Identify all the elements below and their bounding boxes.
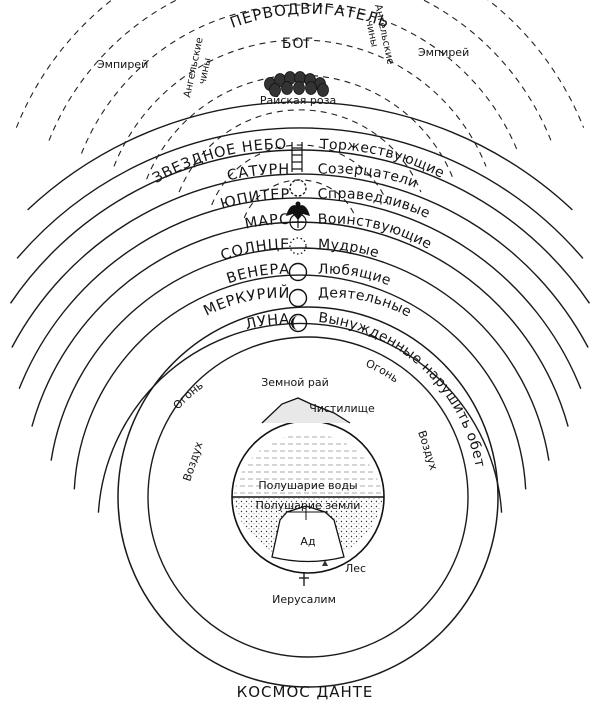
land-hemisphere-label: Полушарие земли bbox=[256, 499, 361, 512]
diagram-caption: КОСМОС ДАНТЕ bbox=[237, 683, 374, 701]
cross-circle-icon bbox=[289, 213, 307, 231]
sphere-name-3: МАРС bbox=[244, 212, 291, 233]
empyrean-left-label: Эмпирей bbox=[97, 58, 148, 71]
sphere-name-text-5: ВЕНЕРА bbox=[225, 262, 290, 287]
sphere-virtue-5: Любящие bbox=[318, 262, 393, 290]
rose-petal bbox=[305, 81, 317, 95]
eagle-icon bbox=[286, 201, 310, 220]
forest-label: Лес bbox=[345, 562, 366, 575]
earth-globe bbox=[231, 397, 385, 586]
water-hemisphere-shape bbox=[233, 433, 383, 497]
forest-tree bbox=[322, 560, 328, 566]
rose-label: Райская роза bbox=[260, 94, 336, 107]
sphere-arc bbox=[27, 101, 573, 211]
god-label: БОГ bbox=[282, 36, 314, 52]
sphere-arc bbox=[50, 247, 550, 461]
jerusalem-cross-icon bbox=[299, 573, 309, 586]
hell-label: Ад bbox=[300, 535, 316, 548]
sphere-name-text-2: ЮПИТЕР bbox=[219, 187, 290, 213]
sphere-name-text-7: ЛУНА bbox=[244, 312, 289, 333]
sphere-virtue-text-5: Любящие bbox=[318, 262, 393, 290]
sphere-arc bbox=[18, 197, 582, 390]
sphere-virtue-4: Мудрые bbox=[318, 237, 381, 262]
empyrean-dashed-arc bbox=[146, 74, 454, 180]
sphere-arc bbox=[31, 221, 569, 427]
sun-dotted-circle-icon bbox=[289, 237, 307, 255]
sphere-arc bbox=[9, 149, 591, 304]
fire-left-text: Огонь bbox=[171, 379, 206, 412]
empyrean-right-label: Эмпирей bbox=[418, 46, 469, 59]
jerusalem-label: Иерусалим bbox=[272, 593, 336, 606]
sphere-arc bbox=[97, 322, 503, 513]
angelic-orders-left: Ангельские чины bbox=[182, 36, 213, 98]
mercury-circle-icon bbox=[288, 288, 308, 308]
empyrean-rings bbox=[15, 0, 585, 219]
moon-circle-icon bbox=[288, 313, 308, 333]
empyrean-dashed-arc bbox=[15, 0, 585, 128]
sphere-name-1: САТУРН bbox=[226, 162, 290, 185]
fire-right-text: Огонь bbox=[364, 357, 401, 386]
fire-boundary-circle bbox=[147, 336, 469, 658]
ladder-icon bbox=[291, 142, 303, 172]
sphere-name-text-3: МАРС bbox=[244, 212, 290, 233]
empyrean-dashed-arc bbox=[113, 39, 487, 167]
purgatory-label: Чистилище bbox=[309, 402, 375, 415]
sphere-arc bbox=[16, 127, 584, 259]
sphere-name-text-4: СОЛНЦЕ bbox=[219, 237, 289, 264]
sphere-name-4: СОЛНЦЕ bbox=[219, 237, 290, 264]
rose-petal bbox=[269, 83, 281, 97]
saturn-circle-icon bbox=[289, 179, 307, 197]
sphere-name-7: ЛУНА bbox=[244, 312, 290, 333]
rose-petal bbox=[317, 83, 329, 97]
sphere-name-text-0: ЗВЕЗДНОЕ НЕБО bbox=[150, 137, 286, 187]
rose-icon bbox=[264, 71, 329, 97]
air-left-label: Воздух bbox=[180, 440, 205, 483]
fire-left-label: Огонь bbox=[171, 379, 206, 412]
hell-cone bbox=[271, 505, 345, 563]
sphere-arc bbox=[11, 173, 589, 348]
sphere-name-5: ВЕНЕРА bbox=[225, 262, 290, 287]
sphere-virtue-text-4: Мудрые bbox=[318, 237, 381, 262]
angelic-left-line2: чины bbox=[197, 57, 213, 86]
purgatory-mountain bbox=[261, 397, 351, 424]
air-right-label: Воздух bbox=[415, 429, 440, 472]
empyrean-dashed-arc bbox=[178, 109, 422, 193]
rose-petal bbox=[293, 81, 305, 95]
empyrean-dashed-arc bbox=[80, 4, 520, 154]
outer-moon-circle bbox=[117, 306, 499, 688]
sphere-name-text-1: САТУРН bbox=[226, 162, 290, 185]
venus-circle-icon bbox=[288, 262, 308, 282]
water-hemisphere-label: Полушарие воды bbox=[258, 479, 357, 492]
sphere-name-0: ЗВЕЗДНОЕ НЕБО bbox=[150, 137, 287, 187]
fire-right-label: Огонь bbox=[364, 357, 401, 386]
angelic-right-line2: чины bbox=[363, 20, 379, 49]
sphere-name-2: ЮПИТЕР bbox=[219, 187, 290, 213]
rose-petal bbox=[281, 81, 293, 95]
sphere-arc bbox=[73, 274, 527, 490]
empyrean-dashed-arc bbox=[211, 144, 389, 206]
earthly-paradise-label: Земной рай bbox=[261, 376, 329, 389]
